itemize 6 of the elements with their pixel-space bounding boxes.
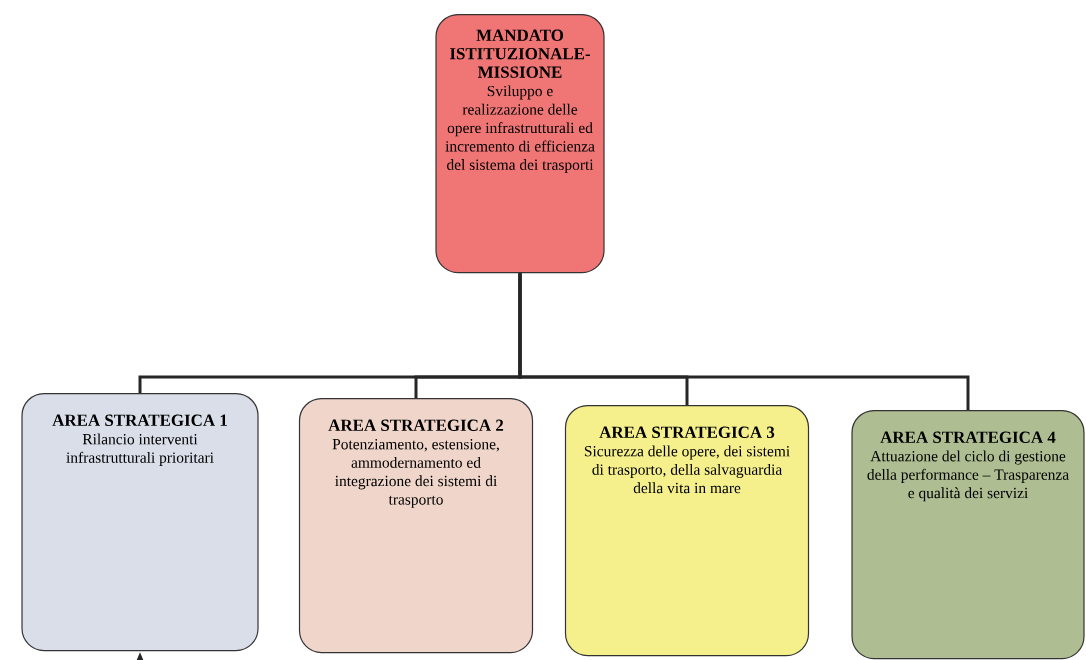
process-box: AREA STRATEGICA 3 Sicurezza delle opere, dei sistemi di trasporto, della salvaguardia della vita in mare [564,404,810,657]
process-box: AREA STRATEGICA 2 Potenziamento, estensione, ammodernamento ed integrazione dei sistemi di trasporto [298,397,534,654]
process-box: AREA STRATEGICA 1 Rilancio interventi infrastrutturali prioritari [21,392,259,652]
process-box: AREA STRATEGICA 4 Attuazione del ciclo di gestione della performance – Trasparenza e qualità dei servizi [851,409,1085,660]
process-box: MANDATO ISTITUZIONALE-MISSIONE Sviluppo e realizzazione delle opere infrastrutturali ed incremento di efficienza del sistema dei trasporti [435,14,605,274]
connector-line [518,273,970,410]
